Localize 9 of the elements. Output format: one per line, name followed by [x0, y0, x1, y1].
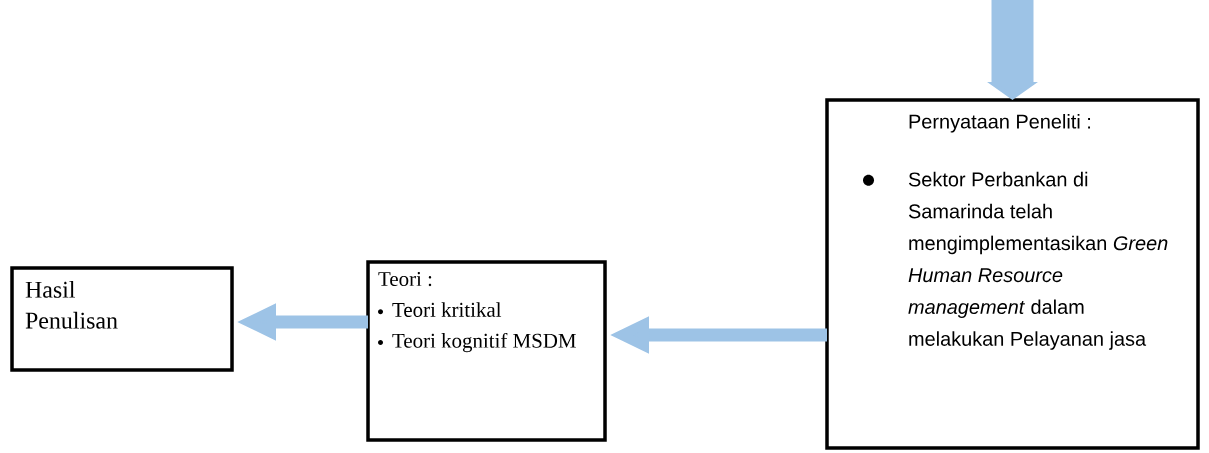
- heading: Teori :: [378, 272, 432, 287]
- list-item: Sektor Perbankan di Samarinda telah mengimplementasikan Green Human Resource management dalam melakukan Pelayanan jasa: [908, 171, 1168, 350]
- list-item: Teori kritikal: [392, 302, 502, 317]
- text-box: [366, 260, 607, 442]
- list-item: Teori kognitif MSDM: [392, 332, 576, 353]
- heading: Pernyataan Peneliti :: [909, 114, 1090, 133]
- text-box: [10, 266, 234, 372]
- text-box: [825, 98, 1200, 450]
- box-label: Hasil Penulisan: [25, 281, 118, 329]
